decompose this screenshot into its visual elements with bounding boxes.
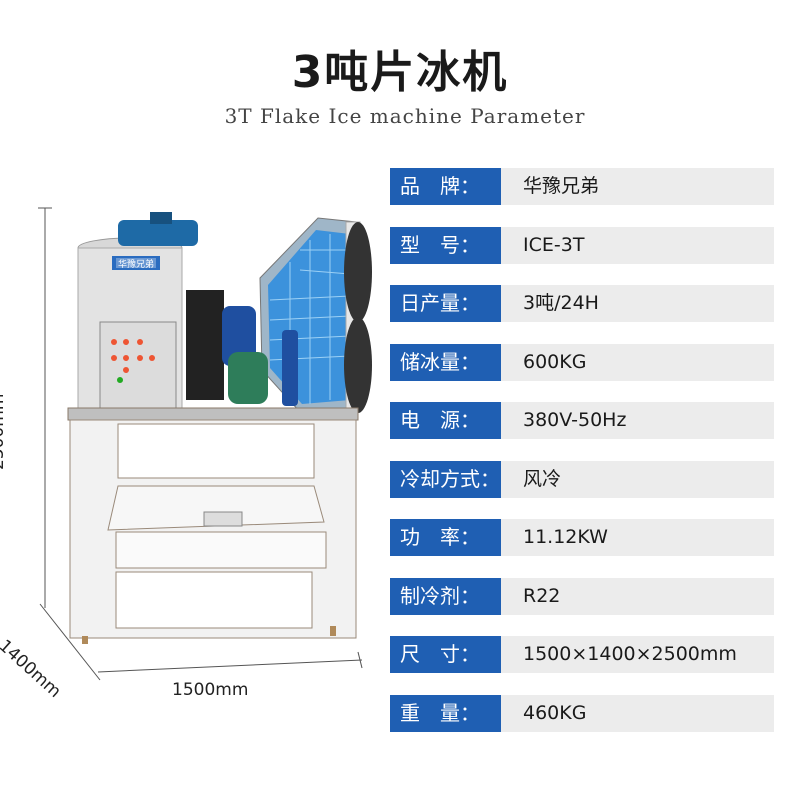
param-label-bg: 功 率： bbox=[390, 519, 501, 556]
page-subtitle: 3T Flake Ice machine Parameter bbox=[224, 104, 586, 128]
param-row-power-supply: 电 源： 380V-50Hz bbox=[390, 402, 774, 439]
param-row-storage: 储冰量： 600KG bbox=[390, 343, 774, 381]
param-row-brand: 品 牌： 华豫兄弟 bbox=[390, 168, 774, 205]
machine-drawing: 华豫兄弟 bbox=[38, 207, 372, 681]
condenser-panel bbox=[259, 217, 372, 413]
param-value: 1500×1400×2500mm bbox=[523, 643, 737, 665]
param-row-daily-output: 日产量： 3吨/24H bbox=[390, 285, 774, 322]
control-box bbox=[99, 321, 177, 411]
machine-illustration: 华豫兄弟 bbox=[0, 150, 380, 710]
param-value: 460KG bbox=[523, 701, 587, 724]
param-row-power: 功 率： 11.12KW bbox=[390, 519, 774, 556]
brand-plate: 华豫兄弟 bbox=[118, 258, 154, 270]
param-label-bg: 电 源： bbox=[390, 402, 501, 439]
param-label-bg: 尺 寸： bbox=[390, 636, 501, 673]
param-row-refrigerant: 制冷剂： R22 bbox=[390, 577, 774, 615]
param-value: 3吨/24H bbox=[523, 292, 599, 314]
param-value: R22 bbox=[523, 584, 561, 607]
param-row-size: 尺 寸： 1500×1400×2500mm bbox=[390, 636, 774, 673]
param-label: 冷却方式： bbox=[400, 466, 500, 491]
param-label-bg: 冷却方式： bbox=[390, 460, 501, 498]
param-row-weight: 重 量： 460KG bbox=[390, 694, 774, 732]
param-label-bg: 品 牌： bbox=[390, 168, 501, 205]
page-title: 3吨片冰机 bbox=[291, 47, 509, 98]
dimension-lines bbox=[38, 207, 363, 681]
param-row-model: 型 号： ICE-3T bbox=[390, 226, 774, 264]
param-row-cooling: 冷却方式： 风冷 bbox=[390, 460, 774, 498]
param-label: 电 源： bbox=[400, 408, 480, 432]
param-value: 380V-50Hz bbox=[523, 409, 627, 431]
param-value: 风冷 bbox=[523, 467, 562, 490]
param-value: 华豫兄弟 bbox=[523, 175, 600, 197]
parameter-table: 品 牌： 华豫兄弟 型 号： ICE-3T 日产量： 3吨/24H 储冰量： 6… bbox=[390, 168, 774, 753]
param-label: 功 率： bbox=[400, 525, 480, 549]
param-value: 600KG bbox=[523, 350, 587, 373]
param-label: 日产量： bbox=[400, 291, 480, 315]
param-label: 型 号： bbox=[400, 232, 480, 257]
param-label-bg: 重 量： bbox=[390, 694, 501, 732]
ice-bin-cabinet bbox=[67, 407, 359, 644]
width-dimension: 1500mm bbox=[172, 680, 249, 700]
param-label-bg: 日产量： bbox=[390, 285, 501, 322]
param-value: 11.12KW bbox=[523, 526, 608, 548]
param-label: 品 牌： bbox=[400, 174, 480, 198]
param-label-bg: 型 号： bbox=[390, 226, 501, 264]
param-label-bg: 储冰量： bbox=[390, 343, 501, 381]
height-dimension: 2500mm bbox=[0, 393, 8, 470]
param-value: ICE-3T bbox=[523, 233, 585, 256]
param-label: 制冷剂： bbox=[400, 583, 480, 608]
compressor-unit bbox=[186, 290, 298, 406]
param-label: 储冰量： bbox=[400, 349, 480, 374]
param-label: 重 量： bbox=[400, 700, 480, 725]
param-label: 尺 寸： bbox=[400, 642, 480, 666]
param-label-bg: 制冷剂： bbox=[390, 577, 501, 615]
